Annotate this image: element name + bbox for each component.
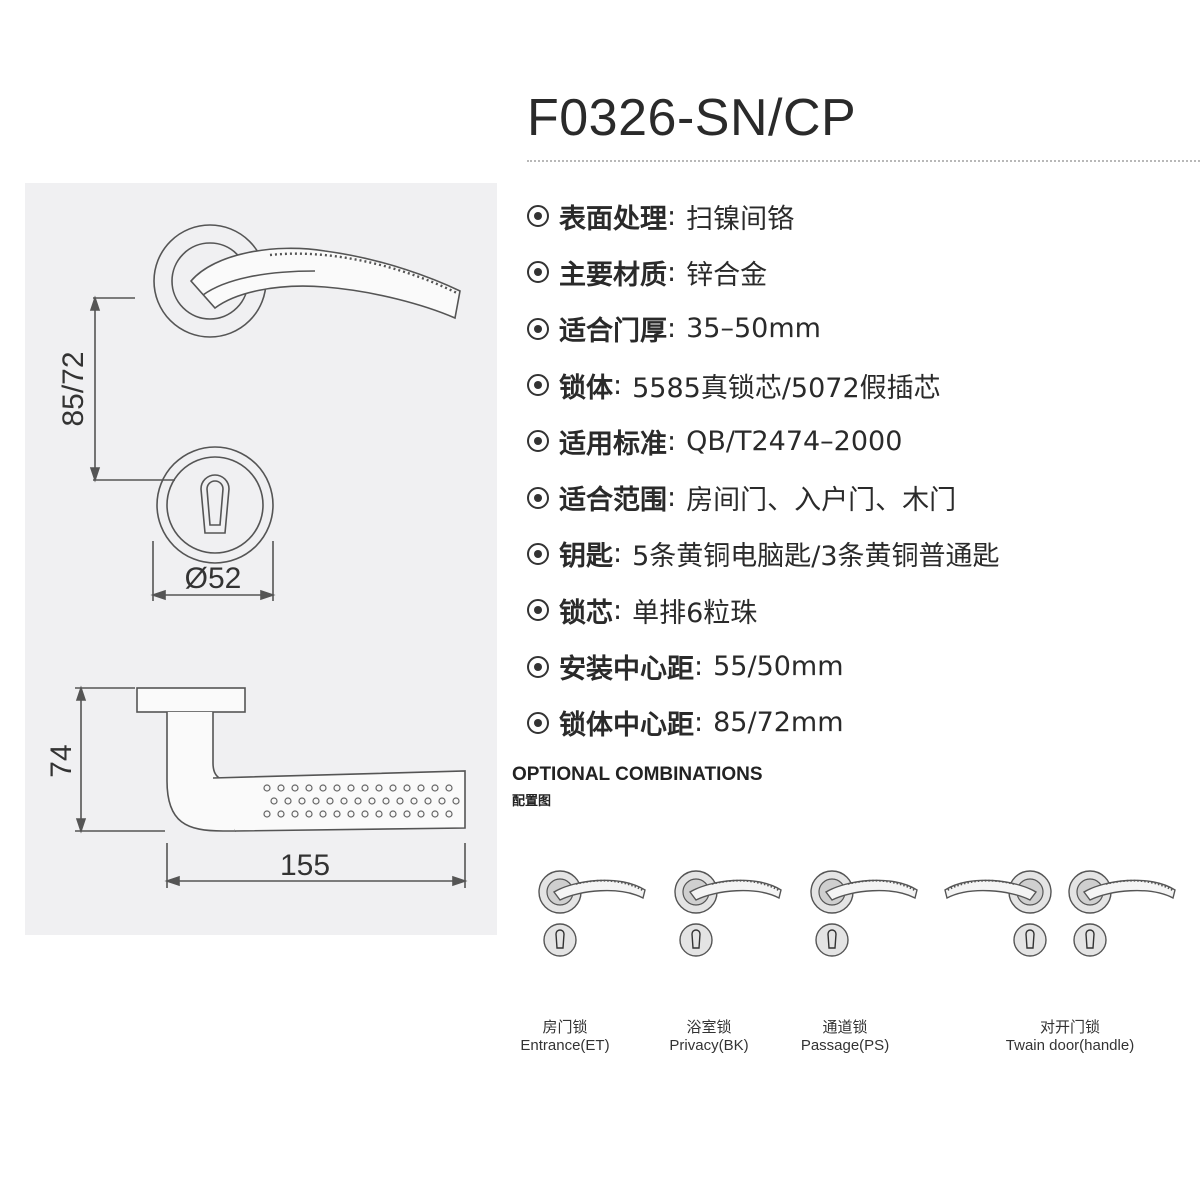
spec-value: QB/T2474–2000 bbox=[686, 425, 903, 457]
spec-value: 5条黄铜电脑匙/3条黄铜普通匙 bbox=[632, 541, 1000, 573]
combination-illustrations bbox=[538, 870, 1176, 957]
cylinder-icon bbox=[527, 599, 549, 622]
combo-entrance: 房门锁 Entrance(ET) bbox=[520, 1018, 610, 1054]
spec-row: 锁体:5585真锁芯/5072假插芯 bbox=[527, 357, 1000, 413]
spec-separator: : bbox=[667, 313, 677, 345]
spec-value: 35–50mm bbox=[686, 313, 821, 345]
handle-technical-drawing: 85/72 Ø52 74 155 bbox=[45, 224, 468, 888]
title-divider bbox=[527, 160, 1200, 162]
entrance-lockset-icon bbox=[538, 870, 646, 957]
product-model-title: F0326-SN/CP bbox=[527, 89, 857, 147]
spec-row: 钥匙:5条黄铜电脑匙/3条黄铜普通匙 bbox=[527, 526, 1000, 582]
spec-label: 表面处理 bbox=[559, 203, 667, 235]
combo-privacy: 浴室锁 Privacy(BK) bbox=[669, 1018, 749, 1054]
spec-separator: : bbox=[694, 707, 704, 739]
spec-row: 适合门厚:35–50mm bbox=[527, 301, 1000, 357]
finish-icon bbox=[527, 205, 549, 228]
door-thickness-icon bbox=[527, 317, 549, 340]
scope-icon bbox=[527, 486, 549, 509]
spec-value: 5585真锁芯/5072假插芯 bbox=[632, 372, 941, 404]
combo-twain-door: 对开门锁 Twain door(handle) bbox=[1005, 1018, 1135, 1054]
privacy-lockset-icon bbox=[674, 870, 782, 957]
spec-value: 85/72mm bbox=[713, 707, 844, 739]
spec-label: 主要材质 bbox=[559, 259, 667, 291]
standard-icon bbox=[527, 430, 549, 453]
spec-row: 锁体中心距:85/72mm bbox=[527, 695, 1000, 751]
twain-door-left-lockset-icon bbox=[944, 870, 1052, 957]
spec-label: 适合范围 bbox=[559, 485, 667, 517]
spec-label: 钥匙 bbox=[559, 541, 613, 573]
spec-row: 表面处理: 扫镍间铬 bbox=[527, 188, 1000, 244]
dim-label-length: 155 bbox=[280, 849, 330, 882]
escutcheon-outline bbox=[156, 446, 274, 564]
escutcheon-inner bbox=[166, 456, 264, 554]
spec-value: 55/50mm bbox=[713, 651, 844, 683]
spec-separator: : bbox=[667, 482, 677, 514]
spec-row: 安装中心距:55/50mm bbox=[527, 638, 1000, 694]
spec-separator: : bbox=[667, 256, 677, 288]
spec-row: 主要材质: 锌合金 bbox=[527, 244, 1000, 300]
grip-dot-pattern bbox=[263, 784, 460, 818]
optional-combinations-subtitle: 配置图 bbox=[512, 794, 552, 809]
material-icon bbox=[527, 261, 549, 284]
passage-lockset-icon bbox=[810, 870, 918, 957]
keyhole-icon bbox=[200, 474, 230, 534]
key-icon bbox=[527, 542, 549, 565]
spec-row: 适合范围: 房间门、入户门、木门 bbox=[527, 469, 1000, 525]
lever-neck-side bbox=[166, 712, 236, 832]
dim-label-center-distance: 85/72 bbox=[57, 351, 90, 426]
spec-label: 安装中心距 bbox=[559, 654, 694, 686]
lever-highlight bbox=[202, 270, 316, 296]
spec-value: 锌合金 bbox=[686, 259, 768, 291]
dim-label-projection: 74 bbox=[45, 744, 78, 777]
lever-grip-side bbox=[212, 770, 466, 832]
backset-icon bbox=[527, 655, 549, 678]
lock-body-icon bbox=[527, 374, 549, 397]
spec-label: 锁体 bbox=[559, 372, 613, 404]
spec-separator: : bbox=[694, 651, 704, 683]
rose-side-view bbox=[136, 687, 246, 713]
spec-row: 适用标准: QB/T2474–2000 bbox=[527, 413, 1000, 469]
twain-door-right-lockset-icon bbox=[1068, 870, 1176, 957]
lever-texture bbox=[269, 252, 458, 295]
keyhole-inner bbox=[206, 480, 224, 526]
lever-outline bbox=[189, 247, 461, 320]
spec-value: 扫镍间铬 bbox=[686, 203, 795, 235]
center-distance-icon bbox=[527, 711, 549, 734]
spec-separator: : bbox=[613, 369, 623, 401]
spec-label: 适用标准 bbox=[559, 428, 667, 460]
dim-label-diameter: Ø52 bbox=[185, 562, 242, 595]
spec-separator: : bbox=[667, 200, 677, 232]
technical-drawing-panel: 85/72 Ø52 74 155 bbox=[25, 183, 497, 935]
optional-combinations-title: OPTIONAL COMBINATIONS bbox=[512, 764, 763, 785]
spec-value: 房间门、入户门、木门 bbox=[686, 485, 957, 517]
spec-value: 单排6粒珠 bbox=[632, 597, 758, 629]
spec-label: 适合门厚 bbox=[559, 316, 667, 348]
spec-row: 锁芯: 单排6粒珠 bbox=[527, 582, 1000, 638]
spec-separator: : bbox=[613, 538, 623, 570]
spec-separator: : bbox=[667, 425, 677, 457]
spec-label: 锁体中心距 bbox=[559, 710, 694, 742]
spec-separator: : bbox=[613, 594, 623, 626]
combo-passage: 通道锁 Passage(PS) bbox=[800, 1018, 890, 1054]
spec-label: 锁芯 bbox=[559, 597, 613, 629]
